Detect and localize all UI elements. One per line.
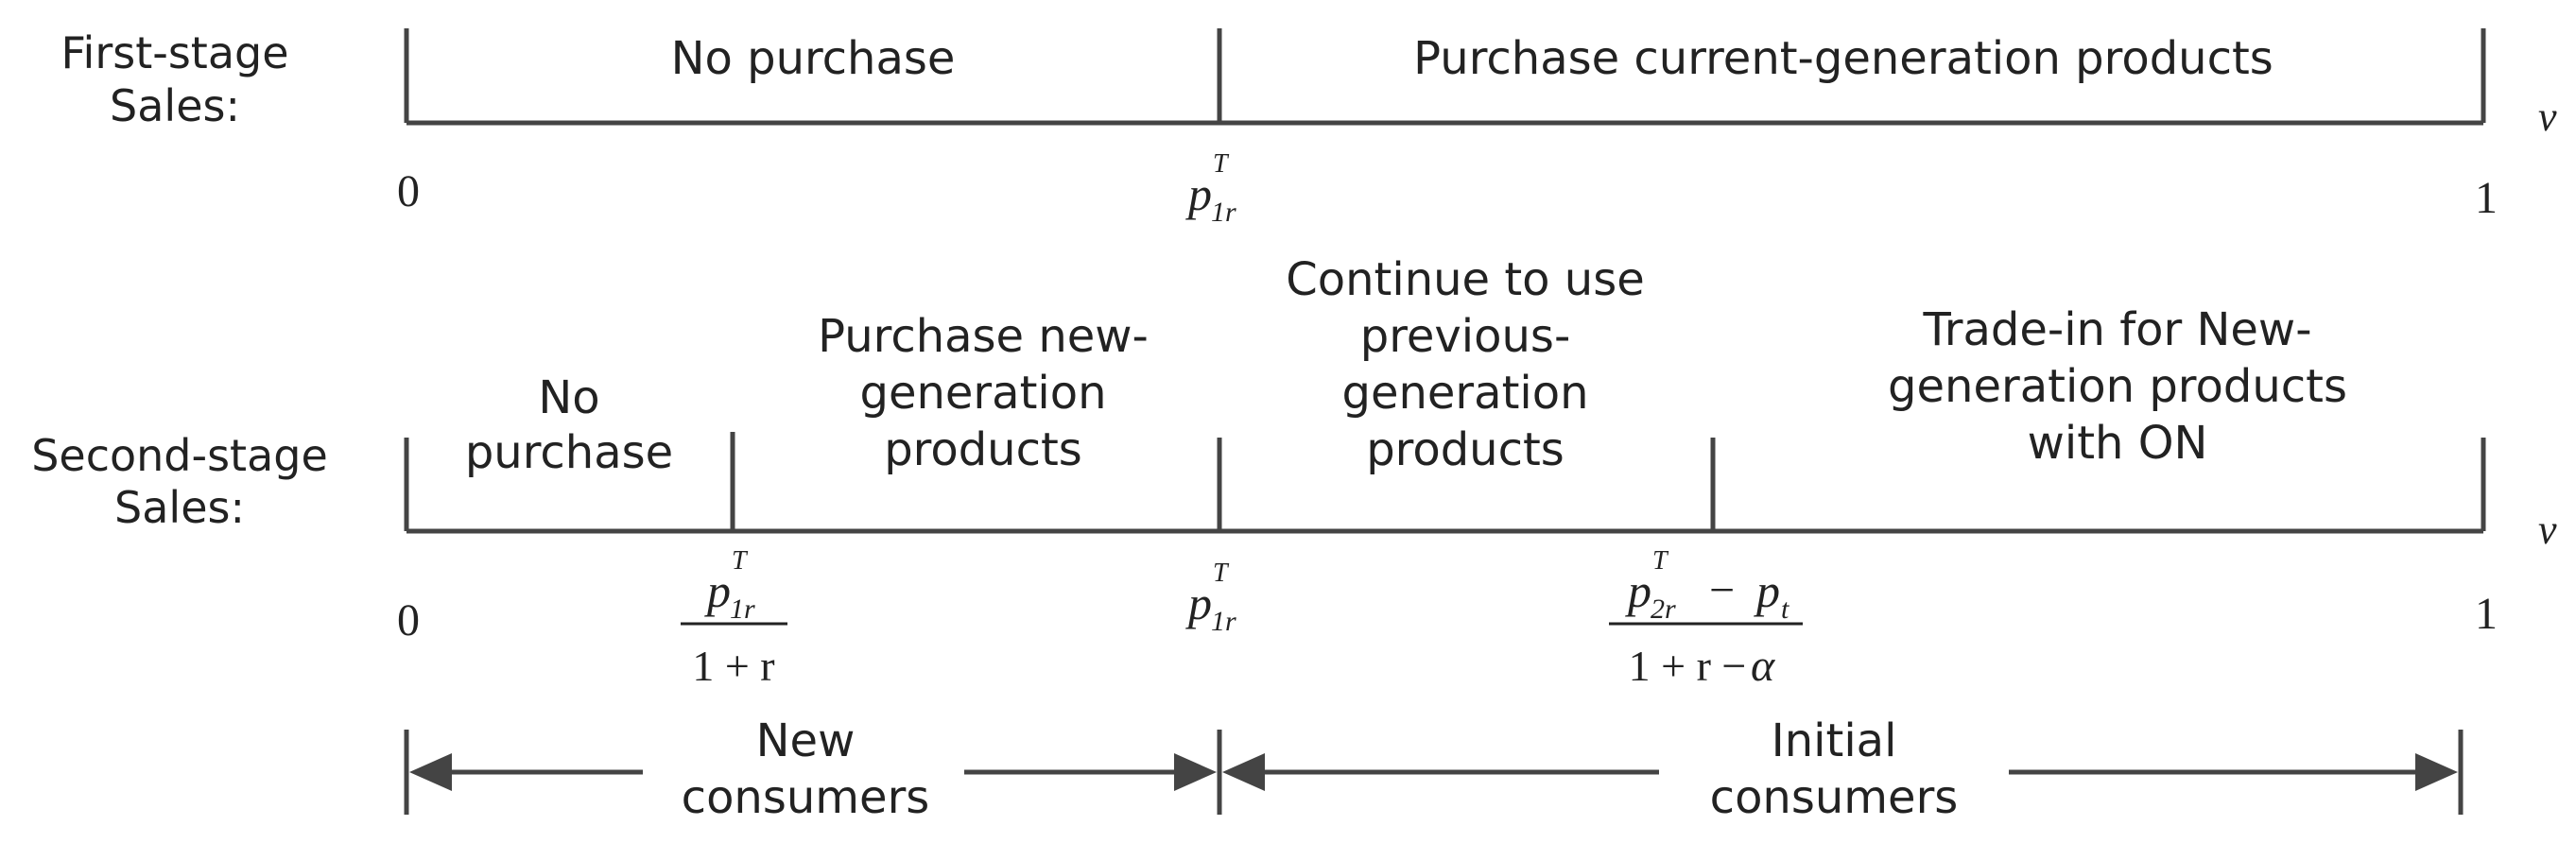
initial-consumers-left-arrowhead: [1222, 753, 1265, 791]
initial-consumers-right-arrowhead: [2415, 753, 2458, 791]
svg-text:p: p: [1625, 564, 1651, 617]
new-consumers-right-arrowhead: [1174, 753, 1217, 791]
new-consumers-left-arrowhead: [409, 753, 452, 791]
stage1-tick-zero: 0: [397, 166, 420, 216]
svg-text:Continue to use: Continue to use: [1286, 253, 1645, 306]
stage2-no-purchase-label: No purchase: [465, 371, 673, 479]
svg-text:products: products: [884, 423, 1082, 476]
svg-text:T: T: [732, 546, 749, 576]
stage2-tick-one: 1: [2475, 589, 2498, 639]
svg-text:generation products: generation products: [1888, 360, 2347, 413]
svg-text:Initial: Initial: [1772, 714, 1897, 767]
svg-text:products: products: [1366, 423, 1565, 476]
stage2-tick-fraction-a: p T 1r 1 + r: [681, 546, 787, 690]
stage2-label-line1: Second-stage: [31, 430, 328, 481]
svg-text:2r: 2r: [1651, 594, 1676, 625]
svg-text:1r: 1r: [730, 594, 755, 625]
svg-text:p: p: [1185, 167, 1212, 220]
svg-text:1r: 1r: [1211, 197, 1236, 228]
stage2-purchase-new-label: Purchase new- generation products: [818, 310, 1149, 476]
svg-text:with ON: with ON: [2028, 417, 2208, 470]
svg-text:1 + r: 1 + r: [692, 642, 774, 690]
svg-text:t: t: [1781, 594, 1789, 625]
svg-text:T: T: [1213, 149, 1230, 179]
svg-text:consumers: consumers: [1710, 771, 1959, 824]
svg-text:previous-: previous-: [1360, 310, 1571, 363]
svg-text:purchase: purchase: [465, 426, 673, 479]
stage1-axis: [404, 28, 2486, 126]
stage1-no-purchase-label: No purchase: [671, 32, 956, 85]
consumer-group-brackets: [404, 730, 2464, 815]
svg-text:T: T: [1652, 546, 1669, 576]
stage2-continue-use-label: Continue to use previous- generation pro…: [1286, 253, 1645, 476]
svg-text:Trade-in for New-: Trade-in for New-: [1922, 303, 2311, 356]
stage2-tick-zero: 0: [397, 595, 420, 645]
new-consumers-label: New consumers: [682, 714, 930, 824]
stage2-axis: [404, 432, 2486, 534]
svg-text:p: p: [1185, 576, 1212, 629]
stage1-axis-variable: v: [2538, 94, 2557, 140]
svg-text:No: No: [538, 371, 599, 424]
stage2-tick-p1r: p T 1r: [1185, 559, 1236, 637]
svg-text:p: p: [704, 564, 731, 617]
stage1-label-line2: Sales:: [110, 80, 240, 131]
svg-text:generation: generation: [1341, 367, 1588, 420]
svg-text:α: α: [1751, 641, 1775, 691]
stage1-purchase-current-label: Purchase current-generation products: [1413, 32, 2273, 85]
stage2-label-line2: Sales:: [114, 482, 245, 533]
stage1-label-line1: First-stage: [61, 27, 288, 78]
initial-consumers-label: Initial consumers: [1710, 714, 1959, 824]
svg-text:consumers: consumers: [682, 771, 930, 824]
svg-text:T: T: [1213, 559, 1230, 588]
svg-text:−: −: [1709, 565, 1735, 615]
arrowheads: [409, 753, 2458, 791]
svg-text:p: p: [1754, 564, 1780, 617]
svg-text:Purchase new-: Purchase new-: [818, 310, 1149, 363]
stage1-tick-one: 1: [2475, 173, 2498, 223]
stage2-tick-fraction-c: p T 2r − p t 1 + r − α: [1609, 546, 1803, 691]
stage2-axis-variable: v: [2538, 507, 2557, 553]
svg-text:1r: 1r: [1211, 606, 1236, 637]
svg-text:1 + r −: 1 + r −: [1629, 642, 1747, 690]
svg-text:generation: generation: [859, 367, 1106, 420]
stage1-tick-p1r: p T 1r: [1185, 149, 1236, 228]
stage2-trade-in-label: Trade-in for New- generation products wi…: [1888, 303, 2347, 470]
svg-text:New: New: [756, 714, 856, 767]
